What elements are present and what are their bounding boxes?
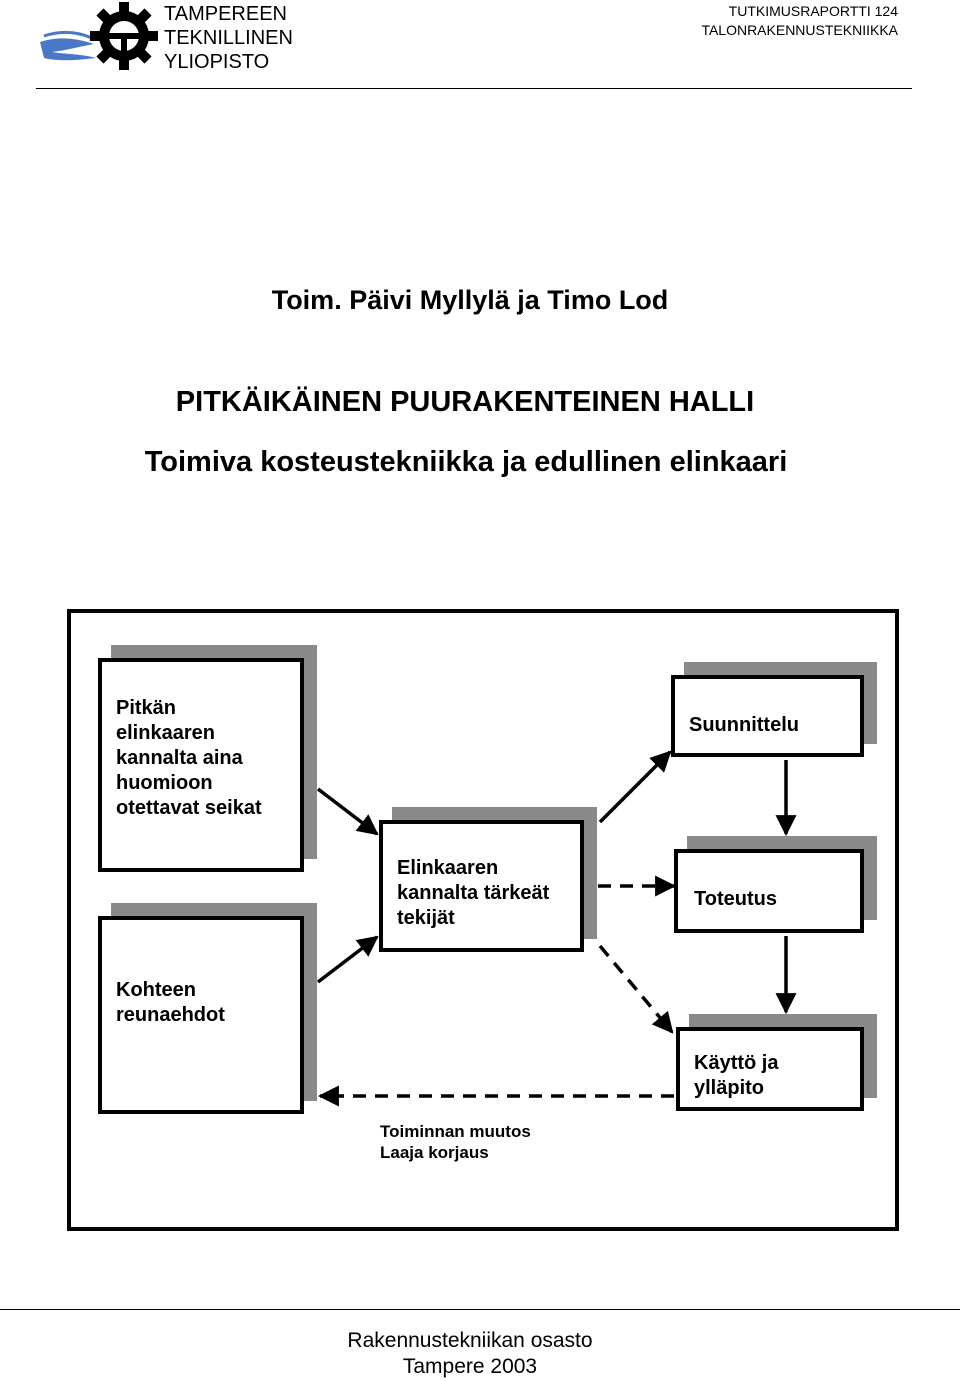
box-considerations-line: kannalta aina [116,747,243,769]
arrow-constraints-to-factors [316,935,379,984]
box-construction-line: Toteutus [694,888,777,910]
logo-line-2: TEKNILLINEN [164,27,293,49]
box-considerations: Pitkän elinkaaren kannalta aina huomioon… [98,658,304,872]
diagram-frame [67,609,899,1231]
title-main: PITKÄIKÄINEN PUURAKENTEINEN HALLI [175,386,755,418]
footer-divider [0,1309,960,1310]
report-number: TUTKIMUSRAPORTTI 124 [728,3,898,19]
box-factors-line: tekijät [397,907,455,929]
arrow-factors-to-use-dashed [598,944,674,1034]
university-logo [38,0,162,74]
box-design-line: Suunnittelu [689,714,799,736]
box-factors: Elinkaaren kannalta tärkeät tekijät [379,820,584,952]
feedback-caption-line: Laaja korjaus [380,1143,489,1162]
box-construction: Toteutus [674,849,864,933]
box-considerations-line: Pitkän [116,697,177,719]
header-divider [36,88,912,89]
box-constraints-line: Kohteen [116,979,196,1001]
box-constraints-line: reunaehdot [116,1004,225,1026]
box-use-line: ylläpito [694,1077,765,1099]
university-name: TAMPEREEN TEKNILLINEN YLIOPISTO [164,2,293,74]
feedback-caption: Toiminnan muutos Laaja korjaus [380,1121,531,1163]
editors: Toim. Päivi Myllylä ja Timo Lod [271,285,669,315]
box-constraints: Kohteen reunaehdot [98,916,304,1114]
logo-line-1: TAMPEREEN [164,3,287,25]
logo-line-3: YLIOPISTO [164,51,270,73]
gear-logo-icon [40,2,158,70]
footer-place-year: Tampere 2003 [402,1355,538,1378]
title-subtitle: Toimiva kosteustekniikka ja edullinen el… [144,446,788,478]
box-use: Käyttö ja ylläpito [676,1027,864,1111]
box-considerations-line: elinkaaren [116,722,215,744]
box-considerations-line: huomioon [116,772,213,794]
feedback-caption-line: Toiminnan muutos [380,1122,531,1141]
box-design: Suunnittelu [671,675,864,757]
arrow-considerations-to-factors [316,787,379,836]
footer-department: Rakennustekniikan osasto [347,1329,593,1352]
box-factors-line: kannalta tärkeät [397,882,550,904]
box-considerations-line: otettavat seikat [116,797,262,819]
arrow-factors-to-design [598,750,672,824]
box-factors-line: Elinkaaren [397,857,499,879]
footer: Rakennustekniikan osasto Tampere 2003 [0,1328,940,1380]
report-department: TALONRAKENNUSTEKNIIKKA [701,22,898,38]
box-use-line: Käyttö ja [694,1052,779,1074]
report-info: TUTKIMUSRAPORTTI 124 TALONRAKENNUSTEKNII… [701,2,898,40]
